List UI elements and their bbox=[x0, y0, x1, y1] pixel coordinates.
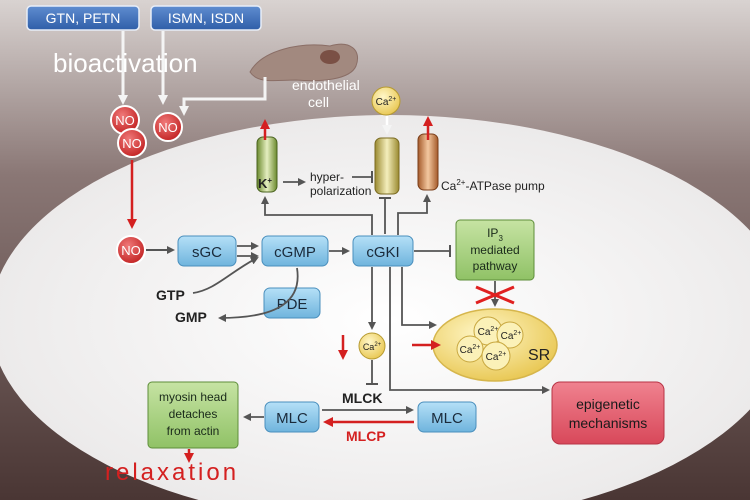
arrow-cgki-to-k-channel bbox=[261, 196, 373, 235]
hyperpolarization-label-line2: polarization bbox=[310, 184, 371, 198]
hyperpolarization-label-line1: hyper- bbox=[310, 170, 344, 184]
ca-ion-cytosolic bbox=[358, 332, 386, 360]
sr-ca-ion-1-label: Ca2+ bbox=[478, 326, 499, 338]
ca-atpase-pump-label: Ca2+-ATPase pump bbox=[441, 178, 545, 193]
node-mlc-right bbox=[417, 401, 477, 433]
node-sgc bbox=[177, 235, 237, 267]
gmp-label: GMP bbox=[175, 309, 207, 325]
no-molecule-1-label: NO bbox=[115, 113, 135, 128]
node-pde bbox=[263, 287, 321, 319]
no-molecule-2-label: NO bbox=[158, 120, 178, 135]
no-molecule-3 bbox=[117, 128, 147, 158]
arrow-cgmp-via-pde-to-gmp bbox=[218, 267, 299, 322]
node-myosin-detach bbox=[147, 381, 239, 449]
arrow-cgki-to-ca-atpase bbox=[397, 194, 431, 235]
no-molecule-intracellular-label: NO bbox=[121, 243, 141, 258]
ca-channel bbox=[374, 137, 400, 195]
sr-ca-ion-3 bbox=[456, 335, 484, 363]
mlck-label: MLCK bbox=[342, 390, 382, 406]
ca-ion-extracellular bbox=[371, 86, 401, 116]
k-channel-label: K+ bbox=[258, 176, 272, 191]
node-mlc-left bbox=[264, 401, 320, 433]
node-sgc-label: sGC bbox=[192, 244, 222, 261]
node-cgki-label: cGKI bbox=[366, 244, 399, 261]
node-mlc-right-label: MLC bbox=[431, 410, 463, 427]
relaxation-label: relaxation bbox=[105, 459, 239, 486]
drug-box-ismn-isdn bbox=[150, 5, 262, 31]
node-ip3-line3: pathway bbox=[473, 259, 518, 273]
ca-atpase-pump bbox=[417, 133, 439, 191]
node-pde-label: PDE bbox=[277, 296, 308, 313]
blocked-cross-2 bbox=[475, 285, 515, 305]
arrow-gtp-to-cgmp bbox=[192, 257, 259, 294]
node-cgmp-label: cGMP bbox=[274, 244, 316, 261]
sr-ca-ion-2-label: Ca2+ bbox=[501, 330, 522, 342]
sr-label: SR bbox=[528, 347, 550, 364]
node-epigenetic-line2: mechanisms bbox=[569, 415, 648, 431]
sr-ca-ion-3-label: Ca2+ bbox=[460, 344, 481, 356]
node-ip3-line2: mediated bbox=[470, 243, 519, 257]
node-ip3-line1: IP3 bbox=[487, 226, 503, 243]
endothelial-label-line1: endothelial bbox=[292, 77, 360, 93]
node-myosin-line1: myosin head bbox=[159, 390, 227, 404]
node-cgmp bbox=[261, 235, 329, 267]
endothelial-label-line2: cell bbox=[308, 94, 329, 110]
arrow-cgki-to-epigenetic bbox=[389, 267, 550, 394]
k-channel bbox=[256, 136, 278, 193]
sr-ca-ion-4 bbox=[481, 341, 511, 371]
node-epigenetic bbox=[551, 381, 665, 445]
endothelial-nucleus bbox=[320, 50, 340, 64]
drug-box-gtn-petn bbox=[26, 5, 140, 31]
bioactivation-label: bioactivation bbox=[53, 48, 198, 78]
ca-ion-cytosolic-label: Ca2+ bbox=[363, 342, 382, 352]
node-mlc-left-label: MLC bbox=[276, 410, 308, 427]
sr-ca-ion-2 bbox=[496, 321, 524, 349]
arrow-cgki-to-sr bbox=[401, 267, 437, 329]
node-epigenetic-line1: epigenetic bbox=[576, 396, 640, 412]
drug-label-gtn-petn: GTN, PETN bbox=[46, 10, 121, 26]
sr-ca-ion-4-label: Ca2+ bbox=[486, 351, 507, 363]
ca-ion-extracellular-label: Ca2+ bbox=[376, 96, 397, 108]
node-cgki bbox=[352, 235, 414, 267]
drug-label-ismn-isdn: ISMN, ISDN bbox=[168, 10, 244, 26]
node-myosin-line3: from actin bbox=[167, 424, 220, 438]
gtp-label: GTP bbox=[156, 287, 185, 303]
no-molecule-2 bbox=[153, 112, 183, 142]
node-ip3-pathway bbox=[455, 219, 535, 281]
node-myosin-line2: detaches bbox=[169, 407, 218, 421]
mlcp-label: MLCP bbox=[346, 428, 386, 444]
no-molecule-intracellular bbox=[116, 235, 146, 265]
no-molecule-3-label: NO bbox=[122, 136, 142, 151]
arrow-endothelial-to-no bbox=[179, 77, 267, 116]
